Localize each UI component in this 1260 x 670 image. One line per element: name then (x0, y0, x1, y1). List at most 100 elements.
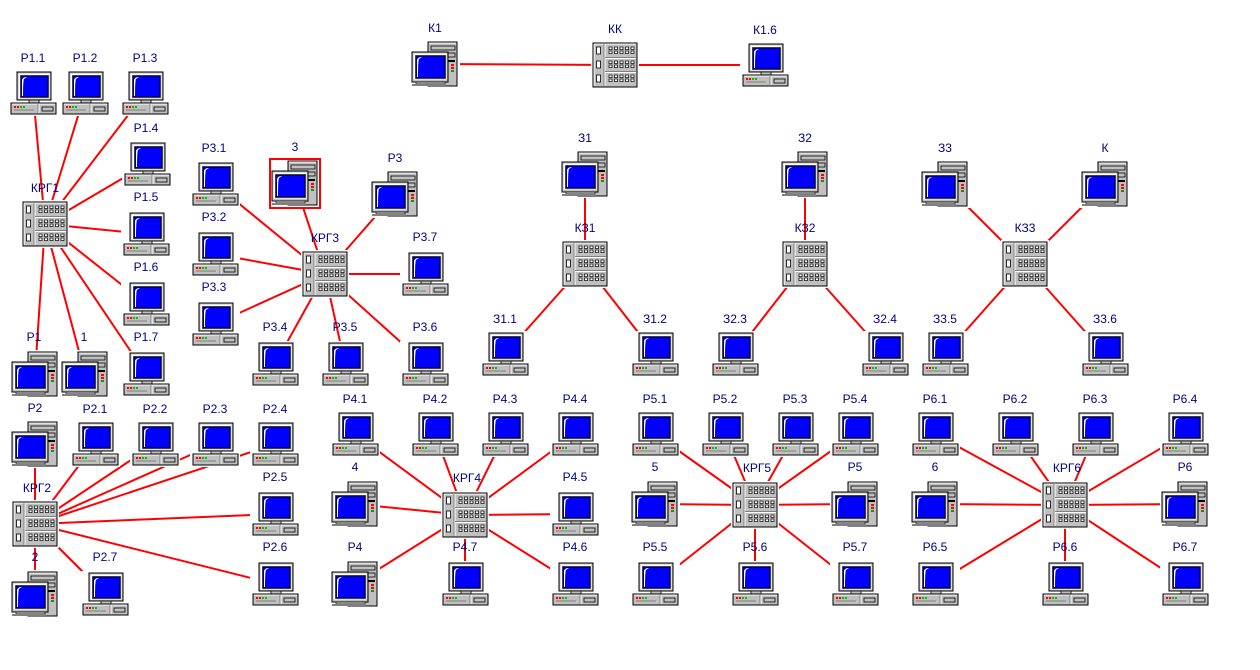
node-2[interactable]: 2 (10, 550, 60, 618)
node-KK[interactable]: КК (591, 22, 639, 89)
node-KZ3[interactable]: КЗ3 (1001, 221, 1049, 288)
node-P5.4[interactable]: Р5.4 (830, 392, 880, 457)
node-K1.6[interactable]: К1.6 (740, 23, 790, 88)
node-P4.4[interactable]: Р4.4 (550, 392, 600, 457)
node-5[interactable]: 5 (630, 460, 680, 528)
node-label: Р3.4 (263, 320, 288, 334)
node-K1[interactable]: К1 (410, 21, 460, 88)
node-P5.1[interactable]: Р5.1 (630, 392, 680, 457)
node-P4.5[interactable]: Р4.5 (550, 470, 600, 537)
node-Z3.5[interactable]: З3.5 (920, 312, 970, 377)
node-P3[interactable]: Р3 (370, 151, 420, 218)
link-KRG1-P1.7[interactable] (44, 223, 147, 375)
node-KRG5[interactable]: КРГ5 (731, 461, 779, 529)
node-4[interactable]: 4 (330, 460, 380, 528)
node-P5.5[interactable]: Р5.5 (630, 540, 680, 607)
node-P4.1[interactable]: Р4.1 (330, 392, 380, 457)
link-KRG2-P2.3[interactable] (34, 443, 216, 525)
node-P6.1[interactable]: Р6.1 (910, 392, 960, 457)
node-P1.1[interactable]: Р1.1 (8, 51, 58, 116)
node-P3.1[interactable]: Р3.1 (190, 141, 240, 207)
node-P6.2[interactable]: Р6.2 (990, 392, 1040, 457)
node-P4.6[interactable]: Р4.6 (550, 540, 600, 607)
node-label: КЗ3 (1015, 221, 1036, 235)
node-P1[interactable]: Р1 (10, 330, 60, 398)
node-P3.3[interactable]: Р3.3 (190, 280, 240, 347)
node-6[interactable]: 6 (910, 460, 960, 528)
node-label: Р2.1 (83, 402, 108, 416)
node-label: Р5 (848, 460, 863, 474)
link-KRG1-P1[interactable] (34, 223, 46, 375)
node-P3.5[interactable]: Р3.5 (320, 320, 370, 387)
node-KRG1[interactable]: КРГ1 (21, 181, 69, 248)
node-P2.1[interactable]: Р2.1 (70, 402, 120, 467)
node-P6.5[interactable]: Р6.5 (910, 540, 960, 607)
link-KRG2-P2.6[interactable] (34, 523, 276, 585)
node-label: Р5.2 (713, 392, 738, 406)
node-Z3.6[interactable]: З3.6 (1080, 312, 1130, 377)
node-P6.3[interactable]: Р6.3 (1070, 392, 1120, 457)
node-K[interactable]: К (1080, 141, 1130, 208)
node-Z2.4[interactable]: З2.4 (860, 312, 910, 377)
node-label: Р2.4 (263, 402, 288, 416)
node-1[interactable]: 1 (60, 330, 110, 398)
node-P2[interactable]: Р2 (10, 401, 60, 468)
node-P1.5[interactable]: Р1.5 (121, 190, 171, 257)
node-P1.7[interactable]: Р1.7 (121, 330, 171, 397)
node-P3.2[interactable]: Р3.2 (190, 210, 240, 277)
node-label: Р5.7 (843, 540, 868, 554)
node-P6.6[interactable]: Р6.6 (1040, 540, 1090, 607)
node-label: КРГ2 (23, 481, 51, 495)
node-P1.6[interactable]: Р1.6 (121, 260, 171, 327)
link-KRG1-1[interactable] (44, 223, 86, 375)
desktop-computer-icon (402, 252, 449, 296)
node-Z2.3[interactable]: З2.3 (710, 312, 760, 377)
desktop-computer-icon (862, 332, 909, 376)
link-K1-KK[interactable] (434, 63, 616, 66)
node-P4.3[interactable]: Р4.3 (480, 392, 530, 457)
node-P5.6[interactable]: Р5.6 (730, 540, 780, 607)
link-KRG2-P2.5[interactable] (34, 513, 276, 525)
node-P5[interactable]: Р5 (830, 460, 880, 528)
node-label: Р2.2 (143, 402, 168, 416)
node-P4[interactable]: Р4 (330, 540, 380, 608)
node-P3.7[interactable]: Р3.7 (400, 230, 450, 297)
node-Z1[interactable]: З1 (560, 131, 610, 198)
node-Z2[interactable]: З2 (780, 131, 830, 198)
node-P2.4[interactable]: Р2.4 (250, 402, 300, 467)
node-Z1.2[interactable]: З1.2 (630, 312, 680, 377)
node-P6.7[interactable]: Р6.7 (1160, 540, 1210, 607)
node-KZ2[interactable]: КЗ2 (781, 221, 829, 288)
node-P2.3[interactable]: Р2.3 (190, 402, 240, 467)
node-KZ1[interactable]: КЗ1 (561, 221, 609, 288)
node-P2.5[interactable]: Р2.5 (250, 470, 300, 537)
desktop-computer-icon (124, 142, 171, 186)
node-P1.4[interactable]: Р1.4 (122, 121, 172, 187)
node-P4.7[interactable]: Р4.7 (440, 540, 490, 607)
node-KRG2[interactable]: КРГ2 (11, 481, 59, 548)
node-P6.4[interactable]: Р6.4 (1160, 392, 1210, 457)
node-KRG4[interactable]: КРГ4 (441, 471, 489, 539)
node-P4.2[interactable]: Р4.2 (410, 392, 460, 457)
node-P5.2[interactable]: Р5.2 (700, 392, 750, 457)
node-P3.6[interactable]: Р3.6 (400, 320, 450, 387)
node-P1.2[interactable]: Р1.2 (60, 51, 110, 116)
node-P2.7[interactable]: Р2.7 (80, 550, 130, 617)
node-P3.4[interactable]: Р3.4 (250, 320, 300, 387)
node-label: Р6.5 (923, 540, 948, 554)
node-P5.3[interactable]: Р5.3 (770, 392, 820, 457)
node-KRG3[interactable]: КРГ3 (301, 231, 349, 298)
node-P1.3[interactable]: Р1.3 (120, 51, 170, 116)
node-P2.6[interactable]: Р2.6 (250, 540, 300, 607)
node-Z1.1[interactable]: З1.1 (480, 312, 530, 377)
node-KRG6[interactable]: КРГ6 (1041, 461, 1089, 529)
node-Z3[interactable]: З3 (920, 141, 970, 208)
node-3[interactable]: 3 (269, 140, 321, 209)
node-P6[interactable]: Р6 (1160, 460, 1210, 528)
node-label: Р1.1 (21, 51, 46, 65)
node-P5.7[interactable]: Р5.7 (830, 540, 880, 607)
hub-icon (302, 251, 348, 297)
node-label: З3.5 (933, 312, 957, 326)
node-P2.2[interactable]: Р2.2 (130, 402, 180, 467)
